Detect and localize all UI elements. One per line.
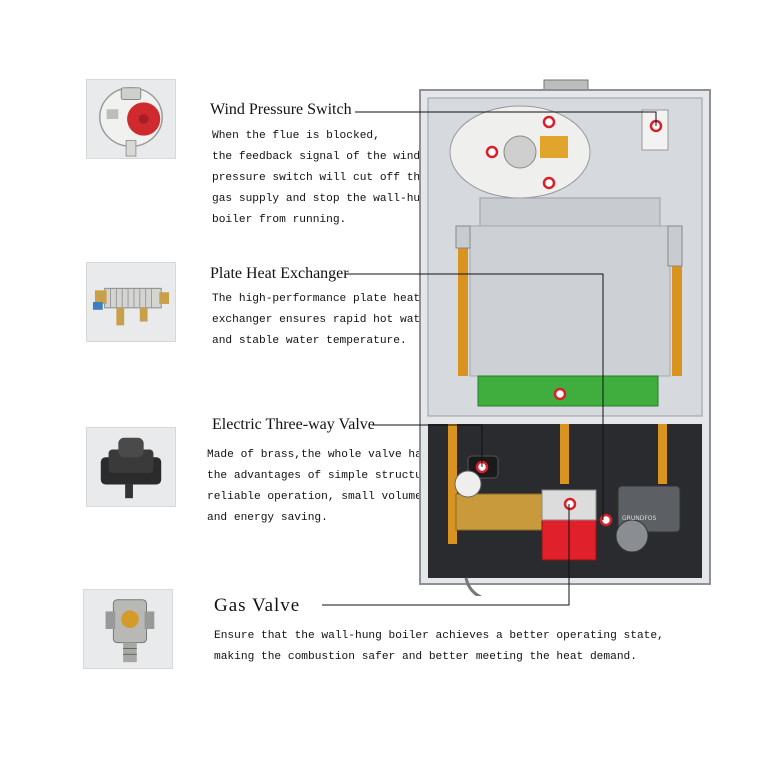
description-line: and energy saving. xyxy=(207,512,328,524)
wind-pressure-switch-thumbnail xyxy=(86,79,176,159)
feature-title-wind-pressure-switch: Wind Pressure Switch xyxy=(210,101,352,118)
marker-gas-valve xyxy=(563,497,577,511)
marker-fan-left xyxy=(485,145,499,159)
pump-label: GRUNDFOS xyxy=(622,515,656,522)
description-line: gas supply and stop the wall-hung xyxy=(212,193,434,205)
marker-fan-top xyxy=(542,115,556,129)
description-line: The high-performance plate heat xyxy=(212,293,421,305)
pressure-switch-icon xyxy=(87,80,175,158)
feature-title-gas-valve: Gas Valve xyxy=(214,595,301,616)
gas-valve-thumbnail xyxy=(83,589,173,669)
electric-three-way-valve-thumbnail xyxy=(86,427,176,507)
marker-wind-pressure-switch xyxy=(649,119,663,133)
marker-pcb xyxy=(553,387,567,401)
marker-pump xyxy=(599,513,613,527)
feature-description-plate-heat-exchanger: The high-performance plate heat exchange… xyxy=(212,289,434,352)
description-line: boiler from running. xyxy=(212,214,347,226)
description-line: Ensure that the wall-hung boiler achieve… xyxy=(214,630,664,642)
description-line: and stable water temperature. xyxy=(212,335,407,347)
description-line: exchanger ensures rapid hot water xyxy=(212,314,434,326)
description-line: Made of brass,the whole valve has xyxy=(207,449,429,461)
three-way-valve-actuator-icon xyxy=(87,428,175,506)
feature-description-gas-valve: Ensure that the wall-hung boiler achieve… xyxy=(214,626,664,668)
description-line: making the combustion safer and better m… xyxy=(214,651,637,663)
feature-description-wind-pressure-switch: When the flue is blocked, the feedback s… xyxy=(212,126,434,231)
description-line: When the flue is blocked, xyxy=(212,130,380,142)
marker-three-way-valve xyxy=(475,460,489,474)
description-line: the advantages of simple structure, xyxy=(207,470,442,482)
description-line: the feedback signal of the wind xyxy=(212,151,421,163)
description-line: pressure switch will cut off the xyxy=(212,172,427,184)
feature-title-electric-three-way-valve: Electric Three-way Valve xyxy=(212,416,375,433)
wall-hung-boiler-illustration: GRUNDFOS xyxy=(419,79,711,596)
description-line: reliable operation, small volume xyxy=(207,491,422,503)
feature-description-electric-three-way-valve: Made of brass,the whole valve has the ad… xyxy=(207,445,442,529)
feature-title-plate-heat-exchanger: Plate Heat Exchanger xyxy=(210,265,349,282)
gas-valve-icon xyxy=(84,590,172,668)
plate-heat-exchanger-icon xyxy=(87,263,175,341)
marker-fan-bottom xyxy=(542,176,556,190)
plate-heat-exchanger-thumbnail xyxy=(86,262,176,342)
